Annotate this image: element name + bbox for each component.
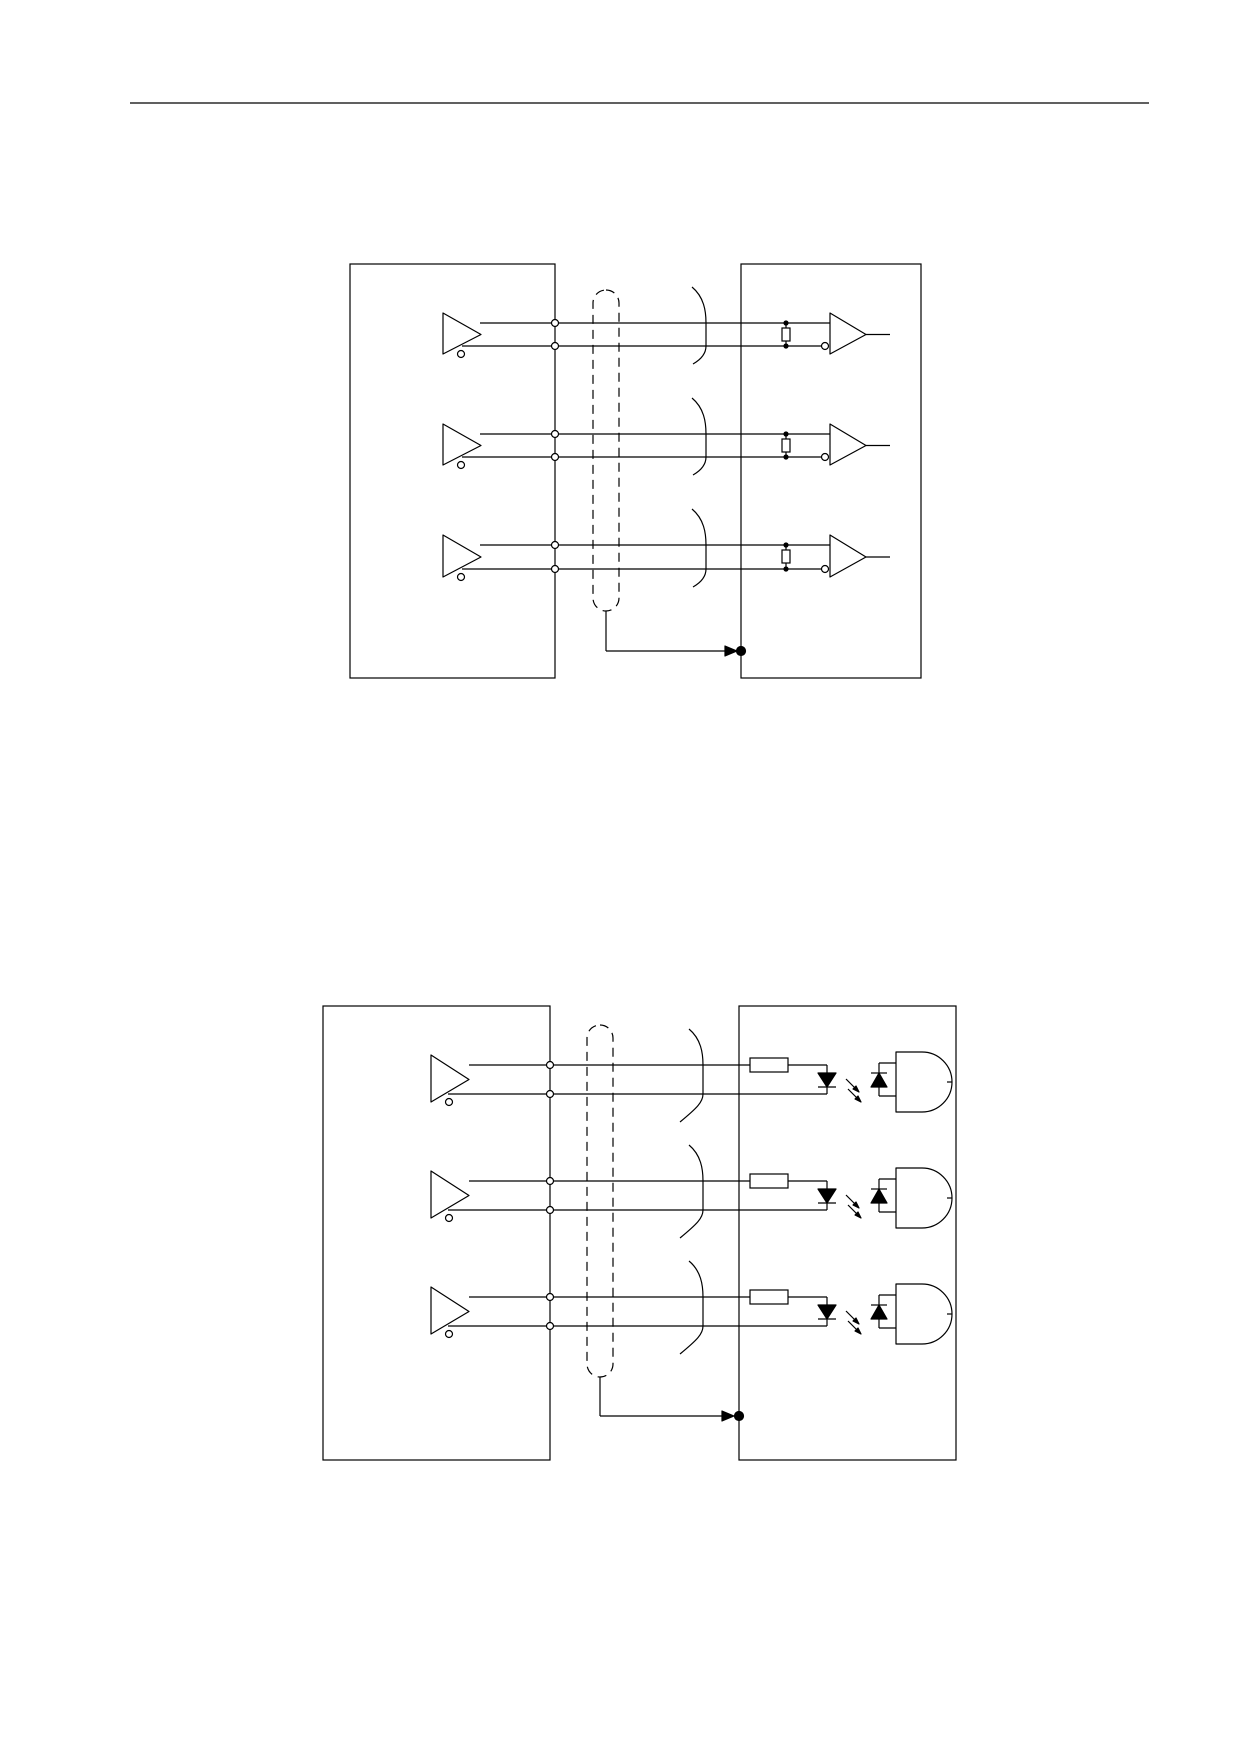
- driver-invert-bubble-icon: [456, 460, 466, 470]
- ground-junction-dot-icon: [735, 645, 747, 657]
- terminal-connector-icon: [545, 1321, 555, 1331]
- twisted-pair-marker: [679, 1028, 704, 1123]
- photodiode-icon: [870, 1188, 888, 1204]
- driver-invert-bubble-icon: [456, 572, 466, 582]
- receiver-box: [738, 1005, 957, 1461]
- line-receiver-icon: [829, 534, 867, 578]
- photodiode-icon: [870, 1072, 888, 1088]
- receiver-input-bubble-icon: [820, 341, 830, 351]
- light-arrow-head-icon: [852, 1085, 860, 1093]
- terminal-connector-icon: [545, 1292, 555, 1302]
- twisted-pair-marker: [679, 1144, 704, 1239]
- signal-channel: [430, 1144, 953, 1239]
- terminal-connector-icon: [545, 1089, 555, 1099]
- driver-invert-bubble-icon: [456, 349, 466, 359]
- terminal-connector-icon: [550, 429, 560, 439]
- terminal-connector-icon: [550, 452, 560, 462]
- logic-gate-icon: [895, 1051, 953, 1113]
- signal-channel: [442, 397, 890, 476]
- line-driver-icon: [442, 534, 482, 578]
- logic-gate-icon: [895, 1167, 953, 1229]
- light-arrow-head-icon: [852, 1317, 860, 1325]
- signal-channel: [442, 508, 890, 588]
- termination-resistor-icon: [781, 549, 791, 564]
- twisted-pair-marker: [691, 286, 707, 365]
- driver-invert-bubble-icon: [444, 1213, 454, 1223]
- line-receiver-icon: [829, 423, 867, 466]
- sender-box: [349, 263, 556, 679]
- terminal-connector-icon: [545, 1060, 555, 1070]
- termination-resistor-icon: [781, 327, 791, 342]
- optocoupler-receiver-diagram: [322, 1005, 957, 1461]
- differential-receiver-diagram: [349, 263, 922, 679]
- arrow-head-icon: [721, 1410, 735, 1422]
- led-icon: [817, 1188, 837, 1204]
- signal-channel: [430, 1028, 953, 1123]
- light-arrow-head-icon: [852, 1201, 860, 1209]
- led-icon: [817, 1072, 837, 1088]
- terminal-connector-icon: [545, 1176, 555, 1186]
- line-driver-icon: [430, 1170, 470, 1219]
- series-resistor-icon: [749, 1289, 789, 1305]
- receiver-input-bubble-icon: [820, 564, 830, 574]
- cable-shield-dashed: [592, 289, 620, 612]
- led-icon: [817, 1304, 837, 1320]
- cable-shield-dashed: [586, 1024, 614, 1378]
- terminal-connector-icon: [550, 341, 560, 351]
- twisted-pair-marker: [679, 1260, 704, 1355]
- photodiode-icon: [870, 1304, 888, 1320]
- twisted-pair-marker: [691, 397, 707, 476]
- line-driver-icon: [430, 1054, 470, 1103]
- receiver-input-bubble-icon: [820, 452, 830, 462]
- twisted-pair-marker: [691, 508, 707, 588]
- line-receiver-icon: [829, 312, 867, 355]
- terminal-connector-icon: [545, 1205, 555, 1215]
- light-arrow-head-icon: [854, 1327, 862, 1335]
- termination-resistor-icon: [781, 438, 791, 453]
- light-arrow-head-icon: [854, 1095, 862, 1103]
- terminal-connector-icon: [550, 540, 560, 550]
- signal-channel: [430, 1260, 953, 1355]
- sender-box: [322, 1005, 551, 1461]
- terminal-connector-icon: [550, 318, 560, 328]
- ground-junction-dot-icon: [733, 1410, 745, 1422]
- series-resistor-icon: [749, 1057, 789, 1073]
- logic-gate-icon: [895, 1283, 953, 1345]
- signal-channel: [442, 286, 890, 365]
- line-driver-icon: [430, 1286, 470, 1335]
- line-driver-icon: [442, 312, 482, 355]
- receiver-box: [740, 263, 922, 679]
- series-resistor-icon: [749, 1173, 789, 1189]
- terminal-connector-icon: [550, 564, 560, 574]
- driver-invert-bubble-icon: [444, 1329, 454, 1339]
- driver-invert-bubble-icon: [444, 1097, 454, 1107]
- light-arrow-head-icon: [854, 1211, 862, 1219]
- arrow-head-icon: [724, 645, 738, 657]
- line-driver-icon: [442, 423, 482, 466]
